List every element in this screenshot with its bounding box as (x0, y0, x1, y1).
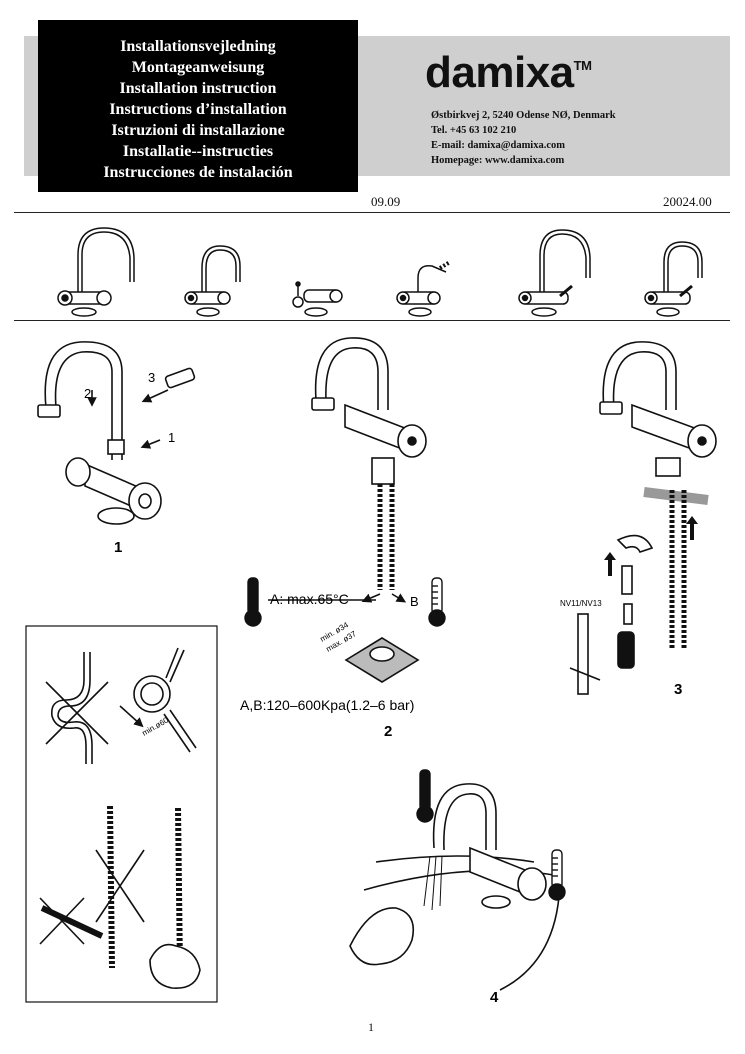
step1-number: 1 (114, 539, 122, 556)
contact-block: Østbirkvej 2, 5240 Odense NØ, Denmark Te… (431, 108, 616, 168)
thermometer-icon (244, 577, 262, 627)
step3-number: 3 (674, 681, 682, 698)
hose-panel (25, 625, 218, 1003)
up-arrow-icon (604, 552, 616, 576)
model-faucet-1 (57, 227, 135, 317)
title-en: Installation instruction (119, 80, 277, 97)
hose-panel-illustration (39, 647, 201, 989)
thermometer-icon (548, 849, 566, 901)
step4-illustration (349, 783, 561, 991)
title-nl: Installatie--instructies (122, 143, 274, 160)
title-de: Montageanweisung (131, 59, 265, 76)
step3-tool-label: NV11/NV13 (560, 599, 602, 608)
email: E-mail: damixa@damixa.com (431, 140, 566, 151)
model-faucet-3 (292, 281, 343, 317)
step1-label-1: 1 (168, 430, 175, 445)
model-faucet-2 (184, 245, 241, 317)
thermometer-icon (428, 577, 446, 627)
step1-label-2: 2 (84, 386, 91, 401)
models-rule (14, 320, 730, 321)
step2-illustration (268, 337, 427, 683)
model-faucet-5 (518, 229, 591, 317)
address: Østbirkvej 2, 5240 Odense NØ, Denmark (431, 110, 616, 121)
page-number: 1 (368, 1020, 374, 1034)
step2-b-label: B (410, 594, 419, 609)
step3-illustration (569, 341, 717, 695)
telephone: Tel. +45 63 102 210 (431, 125, 517, 136)
step1-illustration (37, 341, 196, 525)
homepage: Homepage: www.damixa.com (431, 155, 565, 166)
doc-number: 20024.00 (663, 194, 712, 209)
header-rule (14, 212, 730, 213)
brand-logo: damixaTM (425, 48, 592, 97)
title-box: Installationsvejledning Montageanweisung… (38, 20, 358, 192)
title-it: Istruzioni di installazione (111, 122, 285, 139)
hose-bend-label: min.ø60 (141, 715, 171, 738)
title-es: Instrucciones de instalación (103, 164, 293, 181)
model-faucet-6 (644, 241, 703, 317)
title-da: Installationsvejledning (120, 38, 276, 55)
thermometer-icon (416, 769, 434, 823)
title-fr: Instructions d’installation (109, 101, 287, 118)
step1-label-3: 3 (148, 370, 155, 385)
step2-temp-label: A: max.65°C (270, 591, 349, 607)
up-arrow-icon (686, 516, 698, 540)
step4-number: 4 (490, 989, 499, 1006)
doc-date: 09.09 (371, 194, 401, 209)
model-faucet-4 (396, 260, 452, 317)
step2-pressure: A,B:120–600Kpa(1.2–6 bar) (240, 697, 414, 713)
step2-number: 2 (384, 723, 392, 740)
